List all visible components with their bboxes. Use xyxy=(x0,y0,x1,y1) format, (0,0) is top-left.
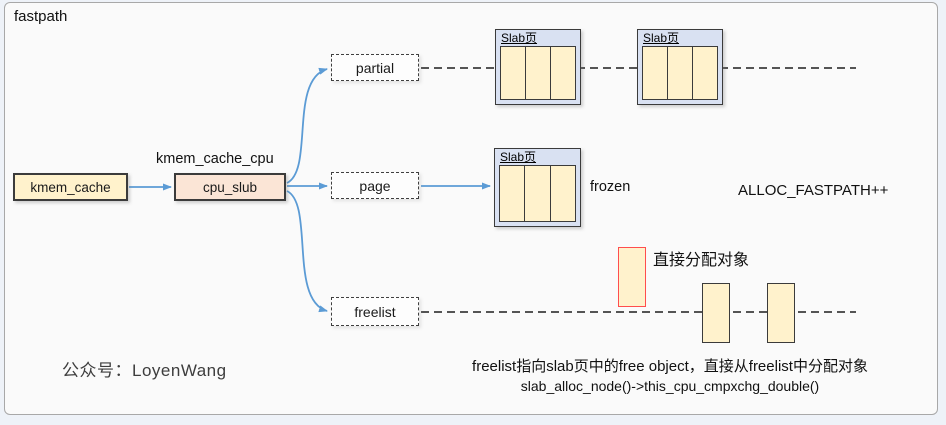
slab-object-cell xyxy=(692,47,717,99)
diagram-frame xyxy=(4,2,938,415)
slab-page-frozen: Slab页 xyxy=(494,148,581,227)
node-partial: partial xyxy=(331,54,419,81)
slab-cells xyxy=(499,165,576,222)
slab-object-cell xyxy=(550,47,575,99)
allocated-object-box xyxy=(618,247,646,307)
slab-object-cell xyxy=(500,166,525,221)
slab-object-cell xyxy=(501,47,525,99)
caption-block: freelist指向slab页中的free object，直接从freelist… xyxy=(430,357,910,396)
caption-line1: freelist指向slab页中的free object，直接从freelist… xyxy=(472,358,868,375)
slab-page-label: Slab页 xyxy=(501,31,538,45)
slab-object-cell xyxy=(667,47,692,99)
slab-cells xyxy=(500,46,576,100)
struct-title-kmem-cache-cpu: kmem_cache_cpu xyxy=(156,151,274,167)
caption-line2: slab_alloc_node()->this_cpu_cmpxchg_doub… xyxy=(520,378,820,394)
slab-object-cell xyxy=(643,47,667,99)
alloc-fastpath-counter-label: ALLOC_FASTPATH++ xyxy=(738,182,889,199)
node-page-label: page xyxy=(359,177,391,194)
slab-page-label: Slab页 xyxy=(643,31,680,45)
node-cpu-slub-label: cpu_slub xyxy=(202,179,258,195)
node-freelist: freelist xyxy=(331,297,419,326)
direct-alloc-label: 直接分配对象 xyxy=(653,252,750,269)
node-freelist-label: freelist xyxy=(354,303,396,320)
slab-cells xyxy=(642,46,718,100)
node-kmem-cache: kmem_cache xyxy=(13,173,128,201)
free-object-box-2 xyxy=(767,283,795,343)
watermark-label: 公众号：LoyenWang xyxy=(62,361,227,380)
free-object-box-1 xyxy=(702,283,730,343)
slab-page-partial-1: Slab页 xyxy=(495,29,581,105)
slab-page-partial-2: Slab页 xyxy=(637,29,723,105)
frozen-label: frozen xyxy=(590,179,631,195)
slab-object-cell xyxy=(549,166,575,221)
fastpath-label: fastpath xyxy=(14,8,68,25)
slab-object-cell xyxy=(524,166,550,221)
node-cpu-slub: cpu_slub xyxy=(174,173,286,201)
slab-page-label: Slab页 xyxy=(500,150,537,164)
node-partial-label: partial xyxy=(355,59,395,76)
node-kmem-cache-label: kmem_cache xyxy=(30,179,111,195)
slab-object-cell xyxy=(525,47,550,99)
node-page: page xyxy=(331,172,419,199)
